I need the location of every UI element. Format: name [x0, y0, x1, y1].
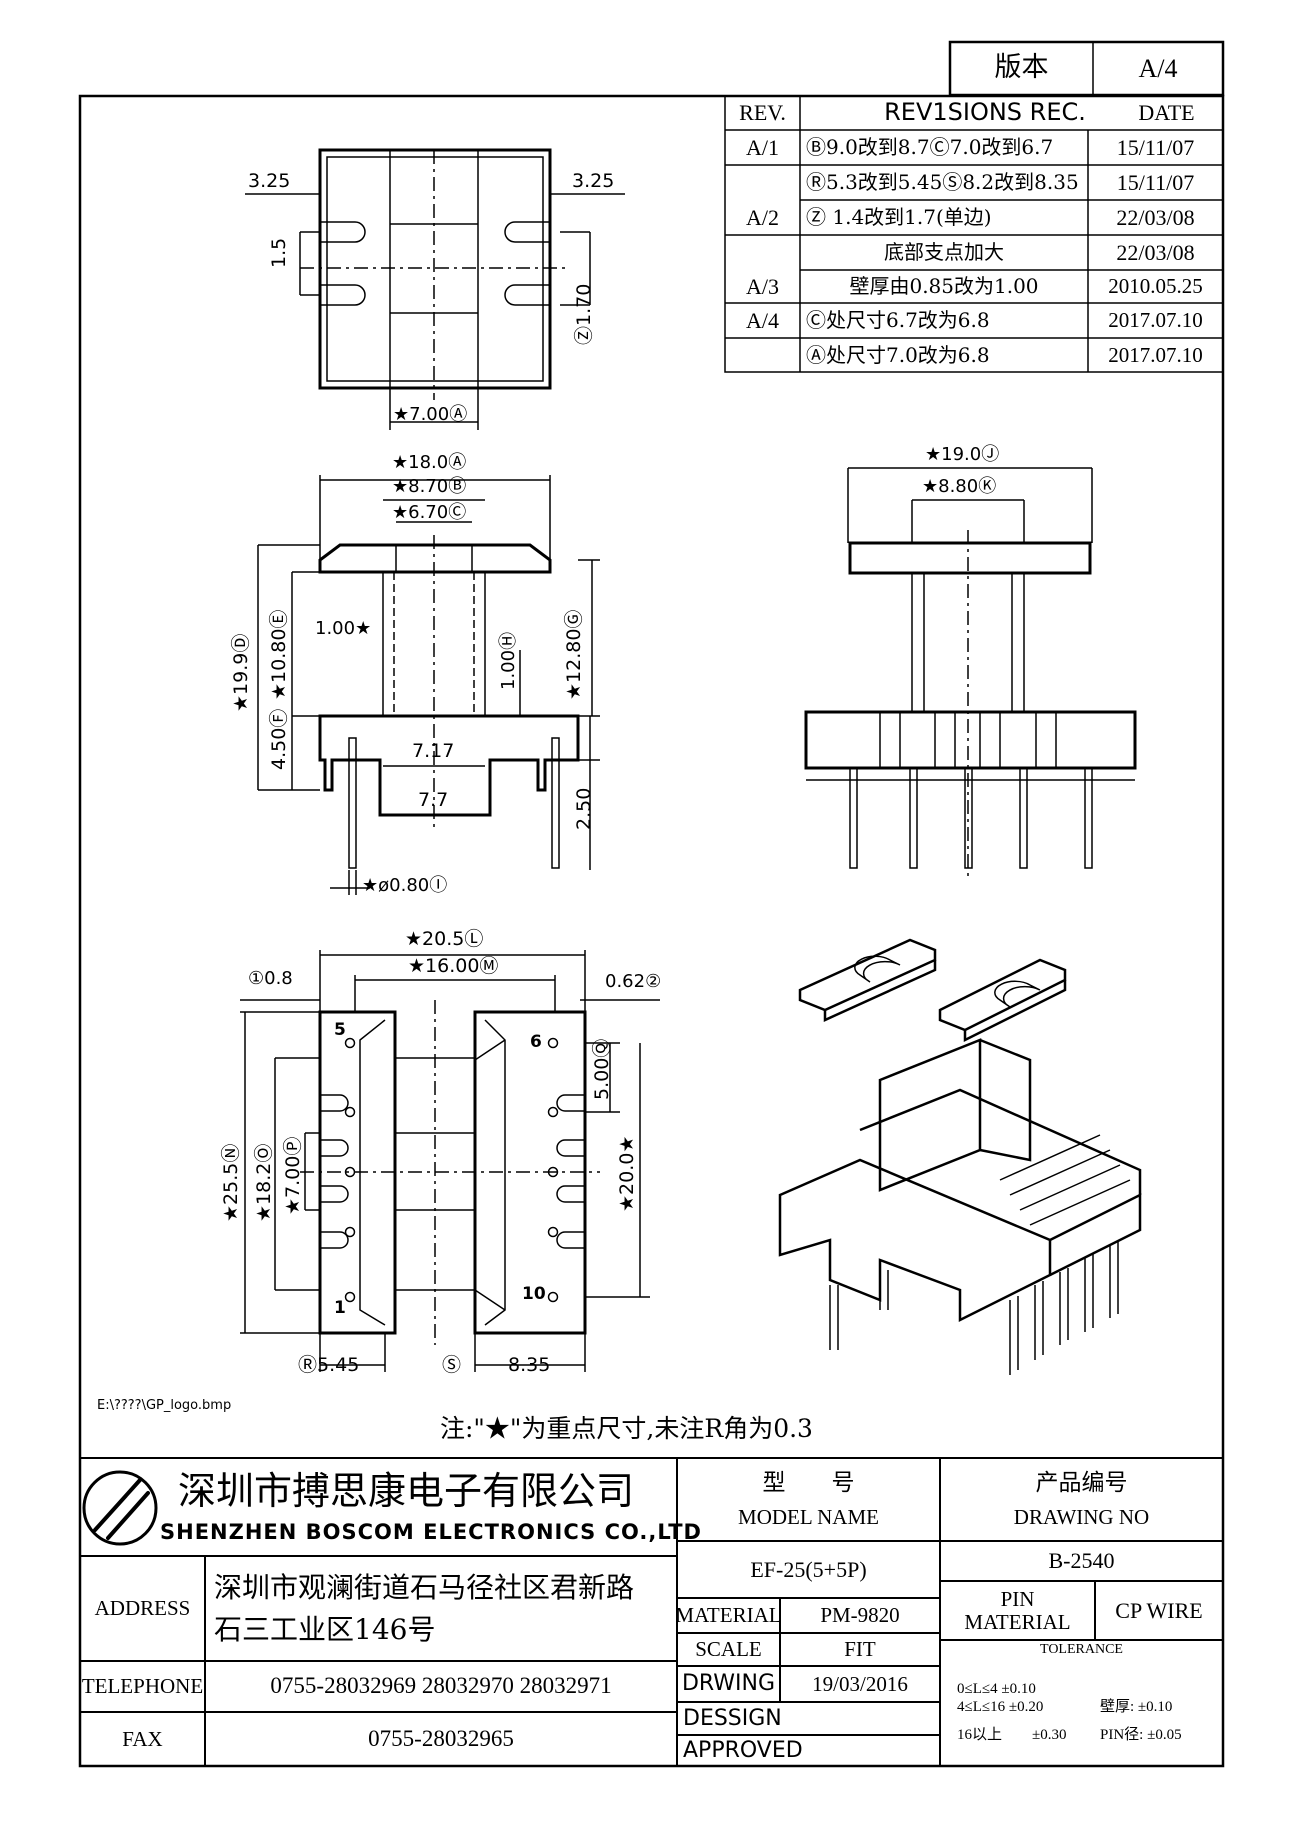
rev-row-6-rev: A/4	[746, 307, 779, 333]
drawing-no-en: DRAWING NO	[1013, 1504, 1150, 1529]
dim-bottom-q: 5.00Ⓠ	[591, 1038, 613, 1100]
rev-row-1-rev: A/1	[746, 134, 779, 160]
rev-row-7-date: 2017.07.10	[1108, 342, 1203, 367]
pin-label-5: 5	[334, 1020, 346, 1040]
pin-material-value: CP WIRE	[1115, 1597, 1203, 1623]
recs-header: REV1SIONS REC.	[884, 98, 1086, 127]
rev-header: REV.	[739, 100, 786, 126]
dim-front-h: 1.00Ⓗ	[498, 631, 519, 690]
dessign-label: DESSIGN	[683, 1705, 782, 1731]
dim-front-pin: 2.50	[573, 787, 595, 830]
rev-row-6-text: Ⓒ处尺寸6.7改为6.8	[806, 308, 990, 332]
rev-row-2-date: 15/11/07	[1116, 169, 1195, 195]
rev-row-5-rev: A/3	[746, 273, 779, 299]
dim-top-slot: 1.5	[268, 237, 290, 268]
telephone-label: TELEPHONE	[81, 1674, 204, 1699]
tolerance-pin: PIN径: ±0.05	[1100, 1727, 1182, 1743]
telephone-value: 0755-28032969 28032970 28032971	[270, 1673, 612, 1699]
rev-row-3-rev: A/2	[746, 204, 779, 230]
tolerance-line-1: 0≤L≤4 ±0.10	[957, 1681, 1036, 1697]
pin-material-label-1: PIN	[1000, 1587, 1035, 1612]
company-logo	[84, 1472, 156, 1544]
pin-label-10: 10	[522, 1284, 546, 1304]
tolerance-line-3: 16以上 ±0.30	[957, 1727, 1067, 1743]
dim-front-a: ★18.0Ⓐ	[392, 452, 467, 473]
company-name-en: SHENZHEN BOSCOM ELECTRONICS CO.,LTD	[160, 1520, 702, 1544]
dim-bottom-twenty: ★20.0★	[616, 1135, 638, 1212]
tolerance-wall: 壁厚: ±0.10	[1100, 1699, 1173, 1715]
fax-label: FAX	[122, 1726, 163, 1751]
material-label: MATERIAL	[675, 1603, 782, 1628]
pin-material-label-2: MATERIAL	[964, 1609, 1071, 1634]
rev-row-2-text: Ⓡ5.3改到5.45Ⓢ8.2改到8.35	[806, 170, 1079, 194]
rev-row-4-date: 22/03/08	[1116, 239, 1195, 265]
scale-label: SCALE	[695, 1637, 762, 1662]
tolerance-line-2: 4≤L≤16 ±0.20	[957, 1699, 1044, 1715]
dim-front-e: ★10.80Ⓔ	[268, 609, 290, 700]
address-line-2: 石三工业区146号	[214, 1613, 436, 1646]
drawing-no-cn: 产品编号	[1035, 1469, 1128, 1496]
dim-front-w1: 7.17	[412, 740, 455, 762]
rev-row-1-date: 15/11/07	[1116, 134, 1195, 160]
version-value: A/4	[1138, 53, 1178, 83]
address-label: ADDRESS	[94, 1596, 191, 1621]
dim-side-k: ★8.80Ⓚ	[922, 476, 997, 497]
dim-front-g: ★12.80Ⓖ	[563, 609, 585, 700]
model-name-value: EF-25(5+5P)	[750, 1556, 867, 1582]
dim-top-left: 3.25	[248, 170, 291, 192]
pin-label-6: 6	[530, 1032, 542, 1052]
dim-bottom-r: Ⓡ5.45	[298, 1354, 360, 1376]
fax-value: 0755-28032965	[368, 1725, 514, 1751]
rev-row-3-date: 22/03/08	[1116, 204, 1195, 230]
rev-row-1-text: Ⓑ9.0改到8.7Ⓒ7.0改到6.7	[806, 135, 1054, 159]
pin-label-1: 1	[334, 1298, 346, 1318]
logo-path: E:\????\GP_logo.bmp	[97, 1398, 232, 1413]
address-line-1: 深圳市观澜街道石马径社区君新路	[214, 1571, 635, 1604]
drawing-note: 注:"★"为重点尺寸,未注R角为0.3	[440, 1414, 813, 1443]
pin-material-label: PIN MATERIAL	[940, 1581, 1095, 1640]
dim-top-a1: ★7.00Ⓐ	[393, 404, 468, 425]
dim-front-b: ★8.70Ⓑ	[392, 476, 467, 497]
rev-row-7-text: Ⓐ处尺寸7.0改为6.8	[806, 342, 990, 367]
dim-bottom-m: ★16.00Ⓜ	[408, 955, 499, 977]
material-value: PM-9820	[820, 1603, 900, 1628]
dim-bottom-o: ★18.2Ⓞ	[253, 1143, 275, 1222]
dim-bottom-n: ★25.5Ⓝ	[220, 1143, 242, 1222]
rev-row-6-date: 2017.07.10	[1108, 308, 1203, 333]
rev-row-4-text: 底部支点加大	[884, 240, 1004, 264]
rev-row-3-text: Ⓩ 1.4改到1.7(单边)	[806, 205, 992, 229]
version-label: 版本	[994, 52, 1049, 84]
date-header: DATE	[1138, 100, 1195, 126]
approved-label: APPROVED	[683, 1737, 803, 1763]
dim-bottom-l: ★20.5Ⓛ	[405, 928, 484, 950]
dim-bottom-p1: ①0.8	[248, 968, 293, 989]
rev-row-5-date: 2010.05.25	[1108, 274, 1203, 299]
dim-bottom-s-label: Ⓢ	[442, 1354, 462, 1376]
drwing-value: 19/03/2016	[812, 1671, 908, 1696]
dim-bottom-p2: 0.62②	[605, 971, 662, 992]
rev-row-5-text: 壁厚由0.85改为1.00	[849, 274, 1039, 298]
drwing-label: DRWING	[681, 1671, 776, 1697]
model-name-en: MODEL NAME	[738, 1504, 879, 1529]
dim-front-wall: 1.00★	[315, 618, 372, 639]
company-name-cn: 深圳市搏思康电子有限公司	[178, 1469, 635, 1513]
drawing-no-value: B-2540	[1048, 1548, 1115, 1574]
dim-front-f: 4.50Ⓕ	[268, 708, 290, 770]
dim-bottom-s-value: 8.35	[508, 1354, 551, 1376]
dim-front-i: ★ø0.80Ⓘ	[362, 875, 448, 896]
dim-front-d: ★19.9Ⓓ	[230, 633, 252, 712]
tolerance-label: TOLERANCE	[1040, 1641, 1123, 1657]
model-name-cn: 型 号	[762, 1469, 855, 1496]
dim-top-right: 3.25	[572, 170, 615, 192]
dim-front-w2: 7.7	[418, 789, 449, 811]
dim-front-c: ★6.70Ⓒ	[392, 502, 467, 523]
scale-value: FIT	[844, 1637, 876, 1662]
dim-bottom-p: ★7.00Ⓟ	[282, 1136, 304, 1215]
dim-top-z: Ⓩ1.70	[573, 283, 595, 345]
dim-side-j: ★19.0Ⓙ	[925, 444, 1000, 465]
